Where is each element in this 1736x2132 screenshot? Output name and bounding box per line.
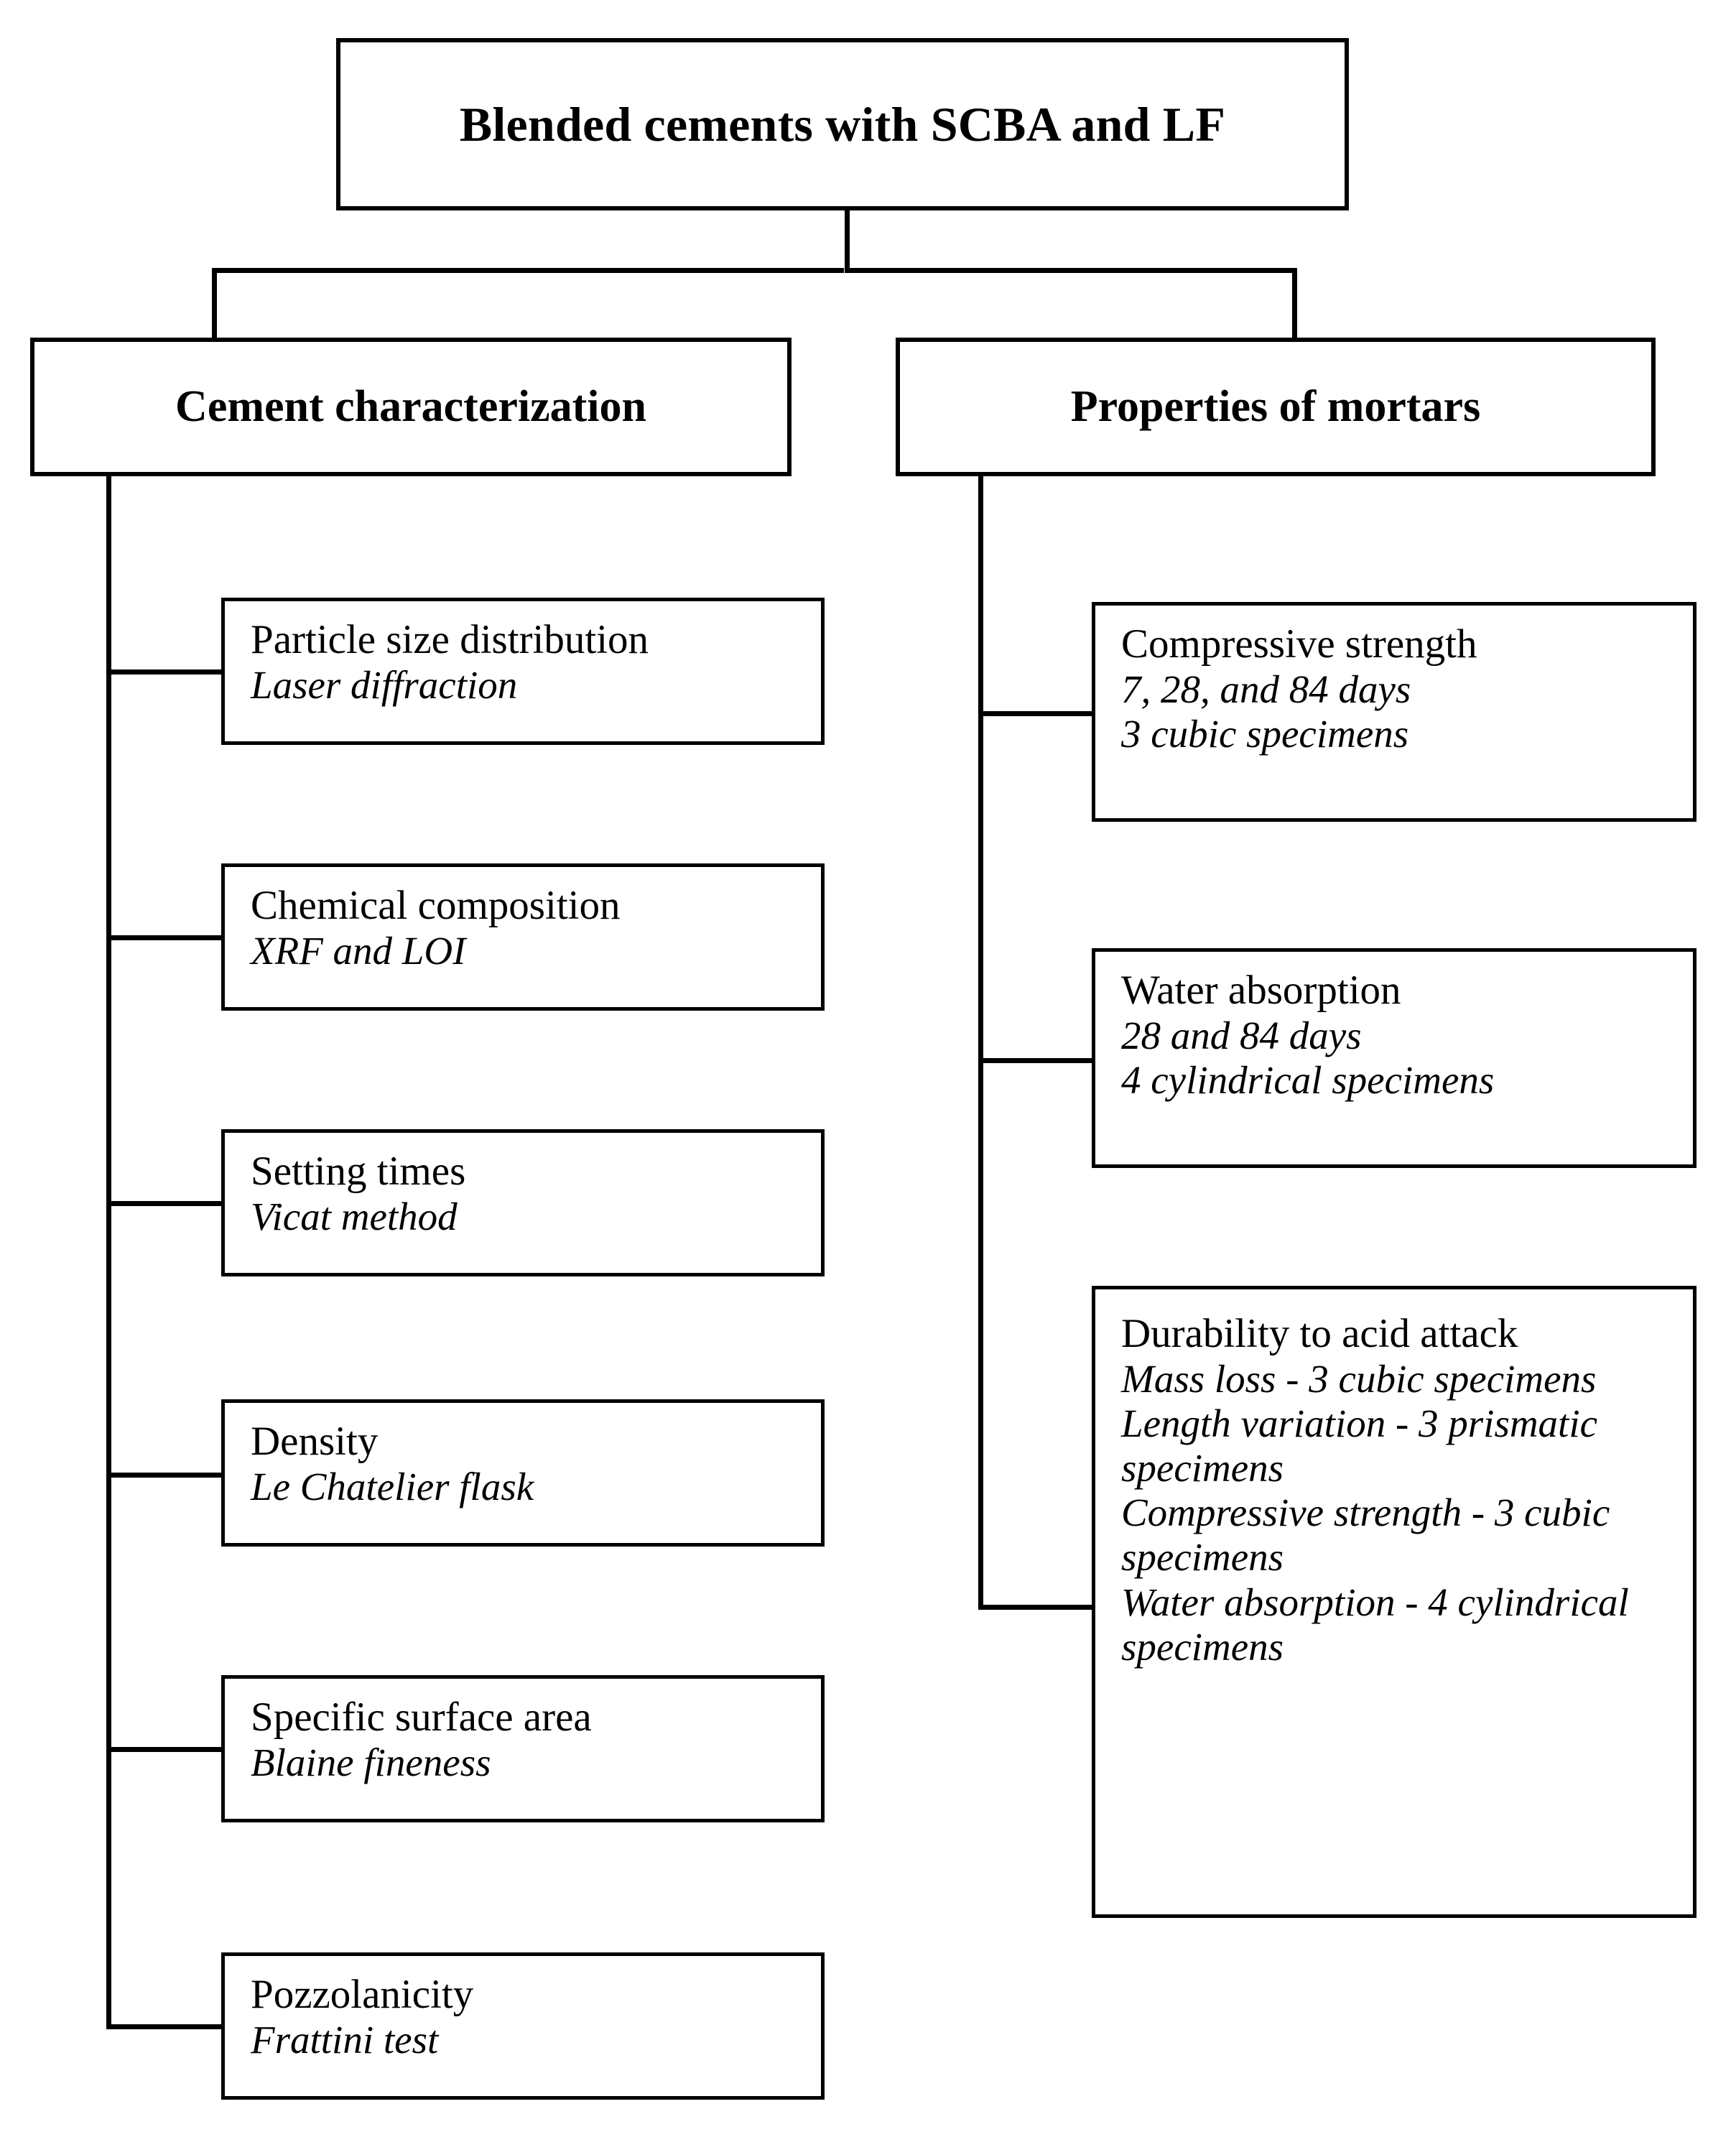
node-properties-of-mortars[interactable]: Properties of mortars xyxy=(896,338,1656,476)
connector-right-stub-2 xyxy=(978,1058,1097,1063)
node-root-label: Blended cements with SCBA and LF xyxy=(459,96,1226,152)
connector-left-stub-3 xyxy=(106,1201,225,1206)
node-setting-times-method: Vicat method xyxy=(251,1194,458,1238)
node-water-absorption-inner: Water absorption 28 and 84 days 4 cylind… xyxy=(1095,952,1693,1164)
node-durability-length-variation: Length variation - 3 prismatic specimens xyxy=(1121,1401,1598,1491)
node-setting-times-title: Setting times xyxy=(251,1149,466,1194)
node-chemical-composition[interactable]: Chemical composition XRF and LOI xyxy=(221,863,825,1011)
node-compressive-strength-ages: 7, 28, and 84 days xyxy=(1121,667,1411,711)
node-density-method: Le Chatelier flask xyxy=(251,1464,534,1508)
node-compressive-strength-inner: Compressive strength 7, 28, and 84 days … xyxy=(1095,606,1693,818)
node-durability-acid-attack-inner: Durability to acid attack Mass loss - 3 … xyxy=(1095,1289,1693,1914)
node-chemical-composition-method: XRF and LOI xyxy=(251,928,466,973)
node-water-absorption-specimens: 4 cylindrical specimens xyxy=(1121,1057,1495,1102)
node-durability-acid-attack[interactable]: Durability to acid attack Mass loss - 3 … xyxy=(1092,1286,1696,1918)
connector-right-trunk xyxy=(978,476,983,1610)
node-compressive-strength-title: Compressive strength xyxy=(1121,621,1477,667)
node-specific-surface-area-title: Specific surface area xyxy=(251,1695,592,1740)
node-water-absorption-ages: 28 and 84 days xyxy=(1121,1013,1362,1057)
node-particle-size-distribution-inner: Particle size distribution Laser diffrac… xyxy=(225,601,821,741)
node-durability-water-absorption: Water absorption - 4 cylindrical specime… xyxy=(1121,1580,1629,1669)
connector-split-bar-right xyxy=(845,268,1297,273)
node-setting-times[interactable]: Setting times Vicat method xyxy=(221,1129,825,1276)
node-setting-times-inner: Setting times Vicat method xyxy=(225,1133,821,1273)
connector-left-stub-2 xyxy=(106,935,225,940)
node-particle-size-distribution-method: Laser diffraction xyxy=(251,662,518,707)
node-durability-compressive-strength: Compressive strength - 3 cubic specimens xyxy=(1121,1491,1610,1580)
connector-right-stub-1 xyxy=(978,711,1097,716)
node-pozzolanicity-method: Frattini test xyxy=(251,2017,439,2062)
node-compressive-strength-specimens: 3 cubic specimens xyxy=(1121,711,1409,756)
node-chemical-composition-title: Chemical composition xyxy=(251,883,621,928)
node-cement-characterization-inner: Cement characterization xyxy=(34,342,787,472)
node-durability-mass-loss: Mass loss - 3 cubic specimens xyxy=(1121,1356,1597,1401)
node-root[interactable]: Blended cements with SCBA and LF xyxy=(336,38,1349,210)
connector-split-bar xyxy=(212,268,844,273)
node-density-title: Density xyxy=(251,1419,379,1464)
node-compressive-strength[interactable]: Compressive strength 7, 28, and 84 days … xyxy=(1092,602,1696,822)
node-particle-size-distribution-title: Particle size distribution xyxy=(251,617,649,662)
node-cement-characterization-label: Cement characterization xyxy=(175,382,646,432)
node-cement-characterization[interactable]: Cement characterization xyxy=(30,338,792,476)
node-chemical-composition-inner: Chemical composition XRF and LOI xyxy=(225,867,821,1007)
node-root-inner: Blended cements with SCBA and LF xyxy=(340,42,1345,206)
connector-left-stub-6 xyxy=(106,2024,225,2029)
connector-to-branch-right xyxy=(1292,268,1297,338)
connector-left-stub-1 xyxy=(106,669,225,675)
connector-left-stub-5 xyxy=(106,1747,225,1752)
node-water-absorption[interactable]: Water absorption 28 and 84 days 4 cylind… xyxy=(1092,948,1696,1168)
node-specific-surface-area-method: Blaine fineness xyxy=(251,1740,491,1784)
node-pozzolanicity[interactable]: Pozzolanicity Frattini test xyxy=(221,1952,825,2100)
connector-right-stub-3 xyxy=(978,1605,1097,1610)
node-density-inner: Density Le Chatelier flask xyxy=(225,1403,821,1543)
connector-left-trunk xyxy=(106,476,111,2029)
node-pozzolanicity-inner: Pozzolanicity Frattini test xyxy=(225,1956,821,2096)
node-properties-of-mortars-label: Properties of mortars xyxy=(1070,382,1481,432)
node-properties-of-mortars-inner: Properties of mortars xyxy=(900,342,1651,472)
node-particle-size-distribution[interactable]: Particle size distribution Laser diffrac… xyxy=(221,598,825,745)
node-durability-acid-attack-title: Durability to acid attack xyxy=(1121,1311,1518,1356)
node-specific-surface-area[interactable]: Specific surface area Blaine fineness xyxy=(221,1675,825,1822)
node-density[interactable]: Density Le Chatelier flask xyxy=(221,1399,825,1547)
connector-left-stub-4 xyxy=(106,1473,225,1478)
node-specific-surface-area-inner: Specific surface area Blaine fineness xyxy=(225,1679,821,1819)
node-pozzolanicity-title: Pozzolanicity xyxy=(251,1972,474,2017)
connector-root-stem xyxy=(845,210,850,272)
node-water-absorption-title: Water absorption xyxy=(1121,968,1401,1013)
connector-to-branch-left xyxy=(212,268,217,338)
